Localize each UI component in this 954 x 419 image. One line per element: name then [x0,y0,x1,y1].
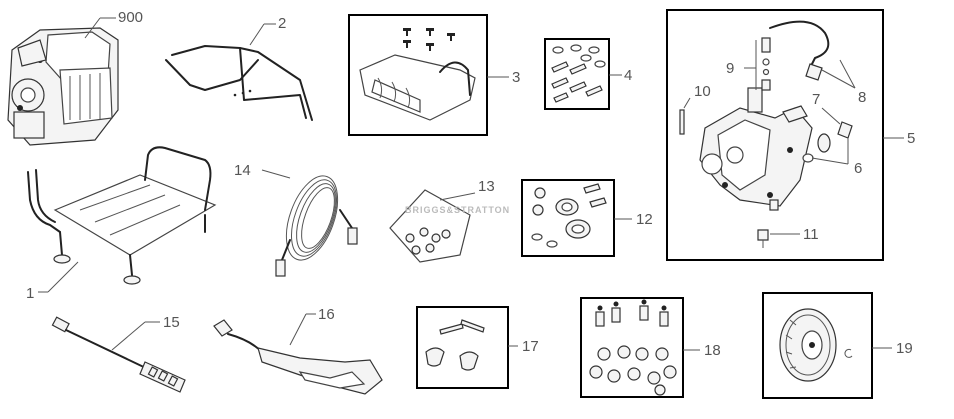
leader-14 [261,169,291,179]
box-3 [348,14,488,136]
label-14: 14 [234,162,251,179]
box-17 [416,306,509,389]
leader-16 [289,313,307,346]
label-19: 19 [896,340,913,357]
label-2: 2 [278,15,286,32]
box-18 [580,297,684,398]
label-6: 6 [854,160,862,177]
box-12 [521,179,615,257]
watermark: BRIGGS&STRATTON [405,205,510,215]
label-1: 1 [26,285,34,302]
box-5 [666,9,884,261]
box-19 [762,292,873,399]
part-high-pressure-hose[interactable] [275,169,358,277]
part-handle[interactable] [165,45,313,121]
part-frame[interactable] [27,146,217,285]
part-hardware-bag-13[interactable] [389,189,471,263]
part-bearing-kit-12[interactable] [531,183,607,248]
label-9: 9 [726,60,734,77]
label-13: 13 [478,178,495,195]
part-spray-gun[interactable] [213,319,383,395]
part-spray-lance[interactable] [51,316,186,393]
part-engine[interactable] [7,27,119,146]
label-11: 11 [803,226,819,243]
label-5: 5 [907,130,915,147]
label-4: 4 [624,67,632,84]
part-wheel[interactable] [779,308,853,382]
label-18: 18 [704,342,721,359]
leader-15 [111,321,146,351]
part-bracket[interactable] [359,28,476,121]
label-7: 7 [812,91,820,108]
part-isolator-kit-18[interactable] [589,299,677,396]
leader-2 [249,23,265,46]
box-4 [544,38,610,110]
label-900: 900 [118,9,143,26]
label-12: 12 [636,211,653,228]
label-17: 17 [522,338,539,355]
leader-900 [84,17,101,39]
label-10: 10 [694,83,711,100]
label-8: 8 [858,89,866,106]
label-15: 15 [163,314,180,331]
part-hardware-kit-4[interactable] [551,44,606,103]
leader-13 [439,192,476,201]
label-3: 3 [512,69,520,86]
part-pump[interactable] [679,20,853,248]
leader-1 [47,261,79,293]
part-knob-kit-17[interactable] [425,319,485,371]
label-16: 16 [318,306,335,323]
